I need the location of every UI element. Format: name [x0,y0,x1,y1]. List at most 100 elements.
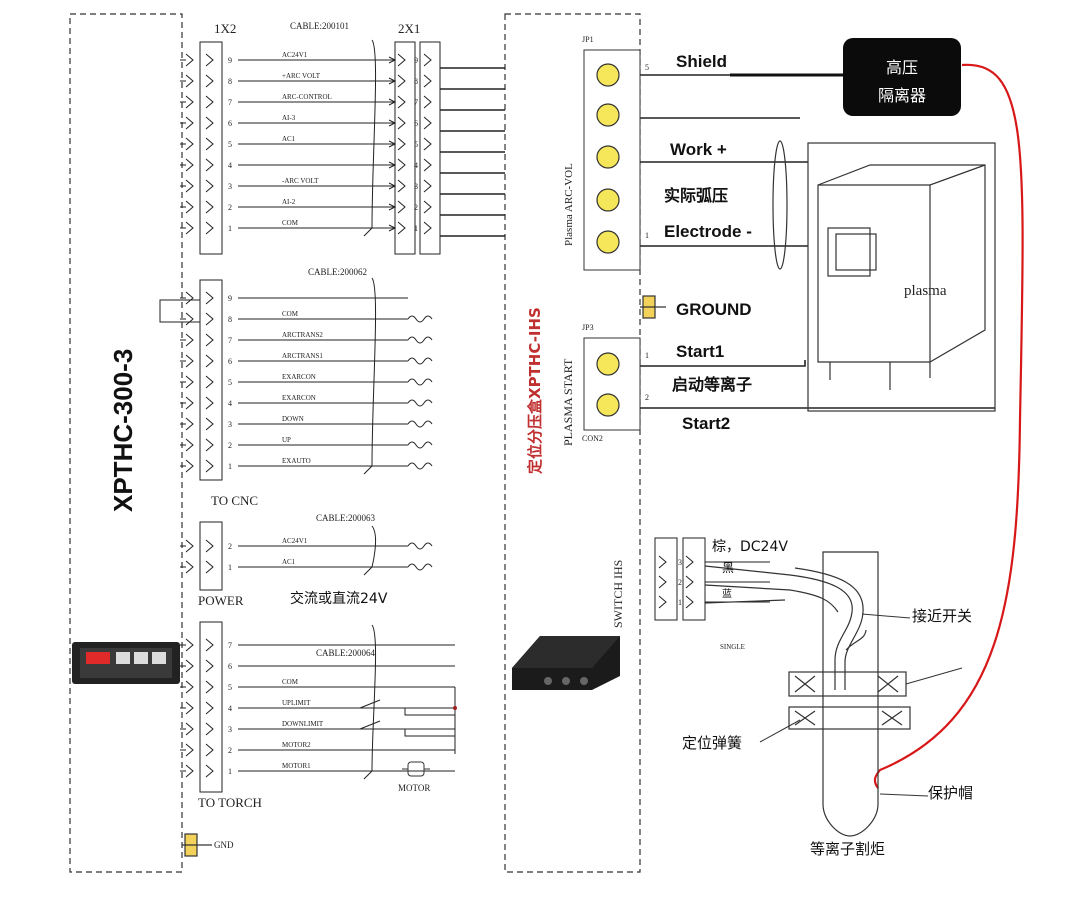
plasma-torch-label: 等离子割炬 [810,840,886,858]
brown-dc24v-label: 棕，DC24V [712,539,788,555]
to-cnc-label: TO CNC [211,493,259,508]
pin-number: 1 [228,563,232,572]
wire-label: ARCTRANS2 [282,331,323,339]
jp3-terminal-box [583,337,641,431]
terminal-blocks-top [199,41,706,793]
plasma-start-label: PLASMA START [561,358,575,446]
gnd-label: GND [214,840,234,850]
con2-label: CON2 [582,434,603,443]
hv-isolator-line2: 隔离器 [877,86,926,105]
cable-bundle [772,140,788,270]
power-note: 交流或直流24V [290,591,388,607]
jp3-label: JP3 [582,323,594,332]
jp3-pin2: 2 [645,393,649,402]
cable-200062-label: CABLE:200062 [308,267,368,277]
jp3-pin1: 1 [645,351,649,360]
cable-200064-label: CABLE:200064 [316,648,376,658]
pin-number: 3 [228,420,232,429]
wire-label: COM [282,678,299,686]
wire-label: MOTOR2 [282,741,311,749]
arc-voltage-cn-label: 实际弧压 [664,186,729,205]
blue-label: 蓝 [722,589,732,600]
wire-label: +ARC VOLT [282,72,321,80]
conn-1x2-label: 1X2 [214,21,237,36]
pin-number: 1 [228,462,232,471]
switch-ihs-label: SWITCH IHS [611,559,625,628]
wire-label: ARC-CONTROL [282,93,332,101]
pin-number-right: 6 [414,119,418,128]
jp1-label: JP1 [582,35,594,44]
torch-leader-lines [759,613,963,797]
pin-number: 9 [228,56,232,65]
switch-rows: 321 [658,555,770,609]
wire-label: ARCTRANS1 [282,352,323,360]
plasma-label: plasma [904,283,947,299]
wire-label: UP [282,436,291,444]
pin-number-right: 4 [414,161,418,170]
hv-red-wire [873,63,1024,789]
power-label: POWER [198,593,244,608]
hv-isolator-line1: 高压 [885,58,918,77]
pin-number: 3 [228,725,232,734]
wire-label: AC1 [282,558,296,566]
jp1-pin5: 5 [645,63,649,72]
pin-number: 5 [228,378,232,387]
conn-2x1-label: 2X1 [398,21,421,36]
motor-symbol [402,761,430,777]
cable-200101-label: CABLE:200101 [290,21,350,31]
pin-number: 4 [228,704,232,713]
pin-number: 7 [228,336,232,345]
pin-number: 4 [228,161,232,170]
ground-symbol-gnd [182,833,212,857]
pin-number: 5 [228,140,232,149]
pin-number: 7 [228,98,232,107]
switch-pin-number: 3 [678,558,682,567]
pin-number-right: 9 [414,56,418,65]
wire-label: AI-3 [282,114,296,122]
pin-number: 2 [228,746,232,755]
wire-label: AC24V1 [282,51,308,59]
pin-number: 7 [228,641,232,650]
wire-label: EXARCON [282,394,316,402]
hv-isolator-box: 高压 隔离器 [843,38,961,116]
ihs-box-device [512,636,620,690]
wire-label: DOWNLIMIT [282,720,324,728]
pin-number-right: 8 [414,77,418,86]
pin-number: 1 [228,224,232,233]
shield-label: Shield [676,52,728,71]
wire-label: -ARC VOLT [282,177,319,185]
pin-number: 2 [228,542,232,551]
wire-label: DOWN [282,415,304,423]
ground-label: GROUND [676,300,752,319]
wire-label: MOTOR1 [282,762,311,770]
pin-number: 2 [228,441,232,450]
jp1-terminals [596,63,620,254]
enclosure-outlines [69,13,641,873]
start-plasma-cn-label: 启动等离子 [672,375,753,394]
pin-number-right: 3 [414,182,418,191]
pin-number: 9 [228,294,232,303]
wire-label: COM [282,310,299,318]
work-plus-label: Work + [670,140,727,159]
jp1-pin1: 1 [645,231,649,240]
black-label: 黑 [722,561,735,575]
pin-number: 3 [228,182,232,191]
pin-number-right: 1 [414,224,418,233]
torch-body [704,551,911,837]
plasma-machine [807,142,996,412]
ihs-title: 定位分压盒XPTHC-IHS [526,307,544,474]
positioning-spring-label: 定位弹簧 [682,734,743,752]
cable-200063-label: CABLE:200063 [316,513,376,523]
pin-number: 8 [228,315,232,324]
cnc-cable-rows: 98COM7ARCTRANS26ARCTRANS15EXARCON4EXARCO… [180,277,433,475]
ground-symbol-ihs [640,295,666,319]
pin-number: 6 [228,119,232,128]
pin-number-right: 5 [414,140,418,149]
controller-device [72,642,180,684]
pin-number-right: 7 [414,98,418,107]
wire-label: AI-2 [282,198,296,206]
